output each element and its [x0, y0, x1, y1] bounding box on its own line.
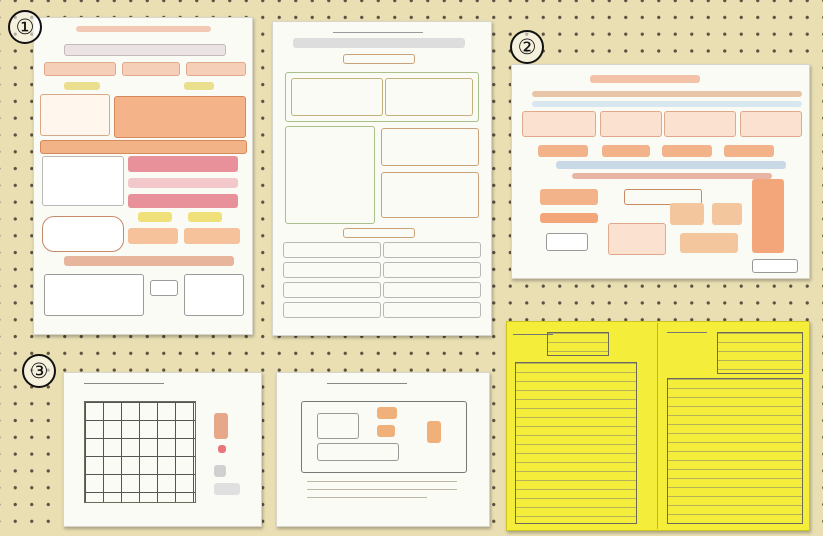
yellow-forms [506, 321, 810, 531]
label-3: ③ [22, 354, 56, 388]
poster-manual-diagram [511, 64, 810, 279]
poster-network-flowchart [33, 17, 253, 335]
floor-plan [276, 372, 490, 527]
floor-map-grid [63, 372, 262, 527]
poster-watch-activity [272, 21, 492, 336]
label-2: ② [510, 30, 544, 64]
label-1: ① [8, 10, 42, 44]
